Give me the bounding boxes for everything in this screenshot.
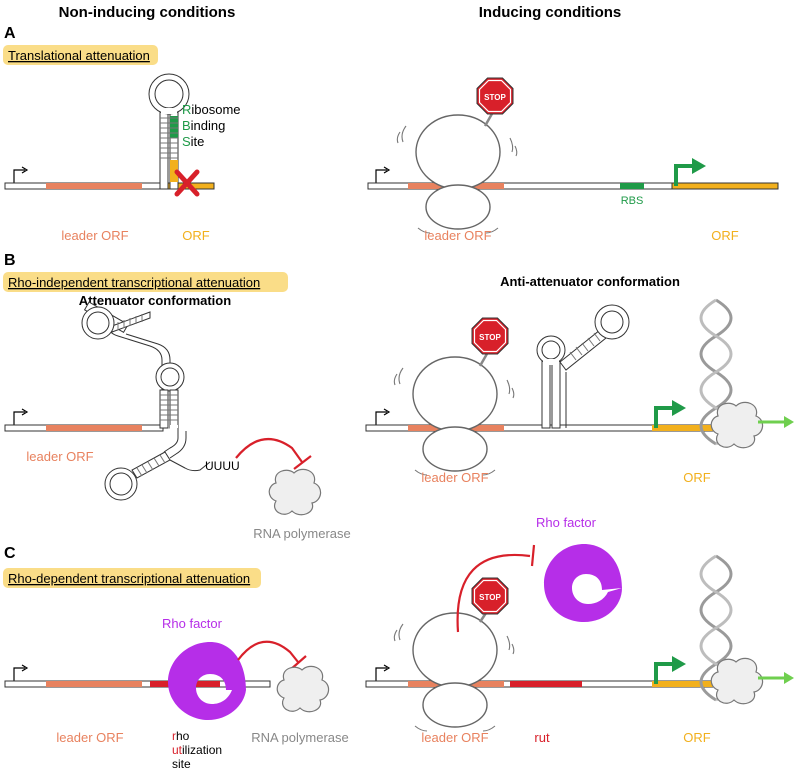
panel-b-right-mrna <box>365 298 794 476</box>
promoter-arrow-icon <box>13 411 25 428</box>
stop-label: STOP <box>484 93 506 102</box>
start-arrow-icon <box>654 662 674 684</box>
rut-label: rut <box>534 730 550 745</box>
rho-factor-label-left: Rho factor <box>162 616 223 631</box>
panel-a-right-leader-label: leader ORF <box>424 228 491 243</box>
inhibition-arrow <box>237 640 299 663</box>
panel-c-right-orf-label: ORF <box>683 730 711 745</box>
promoter-arrow-icon <box>13 667 25 684</box>
ribosome <box>393 356 515 476</box>
promoter-arrow-icon <box>375 411 387 428</box>
rbs-segment <box>620 183 644 189</box>
rbs-label: RBS <box>621 195 644 207</box>
stop-label: STOP <box>479 593 501 602</box>
rut-segment <box>510 681 582 687</box>
panel-a-left-leader-label: leader ORF <box>61 228 128 243</box>
rut-label-line-2: utilization <box>172 743 222 757</box>
rut-label-line-3: site <box>172 757 191 771</box>
leader-orf-segment <box>46 183 142 189</box>
rho-factor-label-right: Rho factor <box>536 515 597 530</box>
panel-c-title: Rho-dependent transcriptional attenuatio… <box>8 571 250 586</box>
panel-c-right-leader-label: leader ORF <box>421 730 488 745</box>
ribosome <box>393 612 515 732</box>
promoter-arrow-icon <box>375 169 387 186</box>
panel-a-title: Translational attenuation <box>8 48 150 63</box>
rna-polymerase-icon <box>268 468 322 516</box>
panel-b-right-orf-label: ORF <box>683 470 711 485</box>
panel-a-title-highlight <box>3 45 158 65</box>
panel-a-left-mrna <box>4 73 215 197</box>
panel-a-right-orf-label: ORF <box>711 228 739 243</box>
rbs-segment <box>170 116 178 138</box>
panel-b-left-mrna <box>4 301 322 516</box>
rho-factor-icon <box>168 642 246 720</box>
rbs-label-line-2: Binding <box>182 118 225 133</box>
panel-letter-c: C <box>4 545 16 562</box>
panel-c-title-highlight <box>3 568 261 588</box>
block-x-icon <box>174 169 200 197</box>
header-inducing: Inducing conditions <box>479 4 622 21</box>
rbs-label-line-3: Site <box>182 134 204 149</box>
rbs-label-line-1: Ribosome <box>182 102 241 117</box>
panel-b-title-highlight <box>3 272 288 292</box>
inhibition-arrow <box>235 438 303 463</box>
panel-a-right-mrna <box>367 77 779 234</box>
rna-polymerase-icon <box>710 657 764 705</box>
attenuator-conformation-label: Attenuator conformation <box>79 293 231 308</box>
promoter-arrow-icon <box>13 169 25 186</box>
panel-c-polymerase-label: RNA polymerase <box>251 730 349 745</box>
rut-label-line-1: rho <box>172 729 190 743</box>
stop-label: STOP <box>479 333 501 342</box>
rna-polymerase-icon <box>276 665 330 713</box>
panel-c-right-mrna <box>365 544 794 732</box>
panel-letter-a: A <box>4 25 16 42</box>
start-arrow-icon <box>654 406 674 428</box>
panel-c-left-mrna <box>4 640 330 720</box>
header-non-inducing: Non-inducing conditions <box>59 4 236 21</box>
rna-polymerase-icon <box>710 401 764 449</box>
panel-a-left-orf-label: ORF <box>182 228 210 243</box>
promoter-arrow-icon <box>375 667 387 684</box>
uuuu-label: UUUU <box>205 459 240 473</box>
panel-b-left-leader-label: leader ORF <box>26 449 93 464</box>
panel-letter-b: B <box>4 252 16 269</box>
panel-b-title: Rho-independent transcriptional attenuat… <box>8 275 260 290</box>
ribosome <box>396 114 518 234</box>
anti-attenuator-conformation-label: Anti-attenuator conformation <box>500 274 680 289</box>
inhibition-arrow <box>456 553 531 633</box>
panel-b-polymerase-label: RNA polymerase <box>253 526 351 541</box>
panel-b-right-leader-label: leader ORF <box>421 470 488 485</box>
panel-c-left-leader-label: leader ORF <box>56 730 123 745</box>
rho-factor-icon <box>544 544 622 622</box>
start-arrow-icon <box>674 164 694 186</box>
